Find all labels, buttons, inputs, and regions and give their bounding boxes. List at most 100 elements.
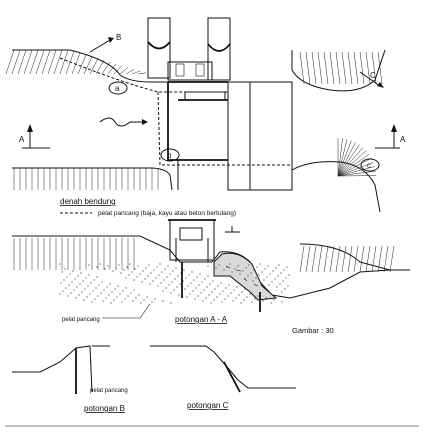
stipple-dot	[255, 277, 257, 279]
stipple-dot	[93, 279, 95, 281]
stipple-dot	[177, 275, 179, 277]
hatch-line	[337, 147, 364, 177]
stipple-dot	[212, 280, 214, 282]
hatch-line	[335, 51, 341, 85]
section-c-profile	[150, 345, 296, 389]
section-b: pelat pancang potongan B	[12, 345, 128, 413]
stipple-dot	[203, 289, 205, 291]
stipple-dot	[195, 287, 197, 289]
stipple-dot	[189, 293, 191, 295]
stipple-dot	[105, 297, 107, 299]
stipple-dot	[256, 266, 258, 268]
stipple-dot	[131, 271, 133, 273]
hatch-line	[371, 245, 377, 273]
stipple-dot	[173, 289, 175, 291]
sheet-pile-line	[59, 57, 292, 166]
left-upper-bank	[5, 49, 147, 75]
stipple-dot	[162, 300, 164, 302]
stipple-dot	[62, 290, 64, 292]
pier-right-cap	[207, 43, 231, 52]
hatch-line	[365, 245, 371, 273]
stipple-dot	[246, 296, 248, 298]
stipple-dot	[250, 272, 252, 274]
hatch-line	[311, 245, 317, 273]
hatch-line	[377, 245, 383, 273]
stipple-dot	[139, 273, 141, 275]
hatch-line	[5, 49, 15, 75]
stipple-dot	[60, 282, 62, 284]
stipple-dot	[163, 279, 165, 281]
stipple-dot	[186, 296, 188, 298]
stipple-dot	[171, 281, 173, 283]
section-c: potongan C	[150, 345, 296, 410]
stipple-dot	[192, 290, 194, 292]
section-a-pile-leader	[102, 303, 151, 319]
stipple-dot	[245, 267, 247, 269]
stipple-dot	[273, 299, 275, 301]
hatch-line	[329, 245, 335, 273]
stipple-dot	[148, 264, 150, 266]
stipple-dot	[91, 301, 93, 303]
detail-callout-c: c	[360, 158, 380, 172]
stipple-dot	[102, 300, 104, 302]
stipple-dot	[156, 266, 158, 268]
section-c-wall	[223, 361, 241, 393]
stipple-dot	[210, 302, 212, 304]
stipple-dot	[150, 272, 152, 274]
stipple-dot	[178, 294, 180, 296]
detail-callout-b-label: b	[167, 151, 172, 160]
stipple-dot	[159, 263, 161, 265]
arrow-b-label: B	[116, 33, 121, 42]
section-marker-left: A	[19, 124, 50, 149]
stipple-dot	[72, 270, 74, 272]
stipple-dot	[86, 296, 88, 298]
stipple-dot	[100, 292, 102, 294]
stipple-dot	[84, 288, 86, 290]
stipple-dot	[187, 285, 189, 287]
stipple-dot	[83, 299, 85, 301]
stipple-dot	[76, 286, 78, 288]
section-weir-stones	[225, 265, 259, 287]
flow-arrow	[99, 117, 142, 127]
hatch-line	[101, 61, 111, 75]
section-a-right-bank	[299, 243, 391, 271]
stipple-dot	[77, 275, 79, 277]
hatch-line	[11, 49, 21, 75]
stipple-dot	[231, 271, 233, 273]
stipple-dot	[274, 278, 276, 280]
figure-number: Gambar : 30	[292, 326, 334, 335]
stipple-dot	[241, 291, 243, 293]
hatch-line	[337, 166, 375, 177]
stipple-dot	[276, 286, 278, 288]
stipple-dot	[96, 266, 98, 268]
stipple-dot	[120, 272, 122, 274]
hatch-line	[53, 49, 63, 75]
stipple-dot	[152, 280, 154, 282]
stipple-dot	[211, 291, 213, 293]
hatch-line	[359, 245, 365, 273]
stipple-dot	[269, 273, 271, 275]
stipple-dot	[201, 281, 203, 283]
hatch-line	[113, 65, 123, 75]
stipple-dot	[143, 299, 145, 301]
hatch-line	[305, 51, 311, 85]
stipple-dot	[138, 294, 140, 296]
stipple-dot	[75, 297, 77, 299]
stipple-dot	[115, 267, 117, 269]
stipple-dot	[127, 295, 129, 297]
hatch-line	[337, 139, 348, 177]
stipple-dot	[281, 301, 283, 303]
stipple-dot	[128, 274, 130, 276]
stipple-dot	[280, 272, 282, 274]
stipple-dot	[184, 288, 186, 290]
stipple-dot	[65, 287, 67, 289]
stipple-dot	[222, 290, 224, 292]
stipple-dot	[70, 292, 72, 294]
stipple-dot	[282, 280, 284, 282]
stipple-dot	[123, 269, 125, 271]
hatch-line	[353, 245, 359, 273]
right-lower-wingwall	[337, 138, 377, 177]
hatch-line	[359, 51, 365, 85]
arrow-c-label: C	[370, 71, 376, 80]
stipple-dot	[219, 293, 221, 295]
